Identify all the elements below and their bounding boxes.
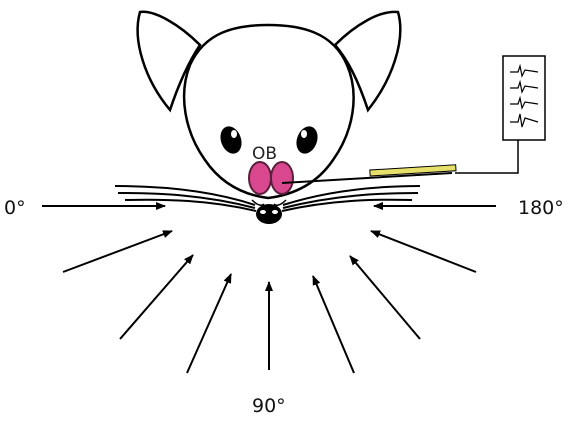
ob-label: OB: [252, 144, 277, 164]
whiskers-left: [115, 186, 256, 211]
mouse-nose: [256, 204, 282, 224]
recorder-box: [503, 56, 545, 140]
whiskers-right: [282, 186, 420, 211]
arrow-22deg: [63, 231, 172, 272]
angle-label-90: 90°: [252, 395, 286, 417]
arrow-112deg: [313, 276, 354, 373]
arrow-45deg: [120, 255, 193, 339]
arrow-157deg: [371, 231, 476, 272]
olfactory-bulb-right: [271, 162, 293, 194]
stimulus-arrows: [42, 206, 496, 373]
angle-label-180: 180°: [518, 197, 564, 219]
olfactory-bulb-left: [249, 162, 271, 194]
arrow-135deg: [350, 256, 420, 339]
angle-label-0: 0°: [4, 197, 26, 219]
electrode-lead: [455, 140, 518, 173]
arrow-67deg: [187, 274, 231, 373]
